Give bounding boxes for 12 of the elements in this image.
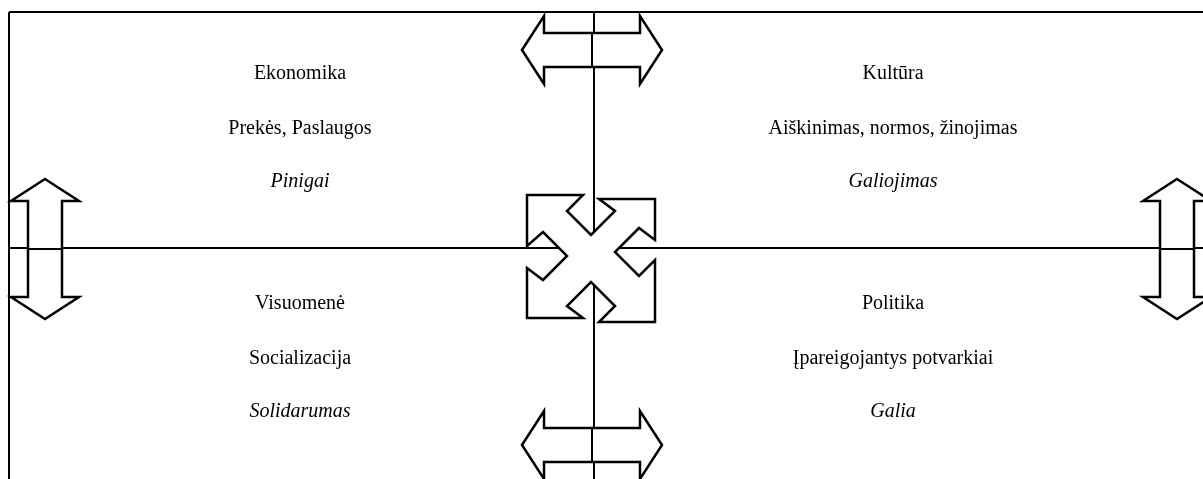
quadrant-title: Politika: [860, 290, 926, 314]
quadrant-medium: Solidarumas: [248, 398, 352, 422]
quadrant-description: Prekės, Paslaugos: [227, 115, 373, 139]
quadrant-title: Visuomenė: [254, 290, 346, 314]
quadrant-description: Socializacija: [247, 345, 353, 369]
quadrant-description: Aiškinimas, normos, žinojimas: [767, 115, 1019, 139]
quadrant-medium: Galiojimas: [847, 168, 939, 192]
quadrant-medium: Galia: [869, 398, 917, 422]
quadrant-medium: Pinigai: [269, 168, 331, 192]
quadrant-title: Kultūra: [861, 60, 925, 84]
quadrant-description: Įpareigojantys potvarkiai: [791, 345, 995, 369]
quadrant-title: Ekonomika: [252, 60, 348, 84]
